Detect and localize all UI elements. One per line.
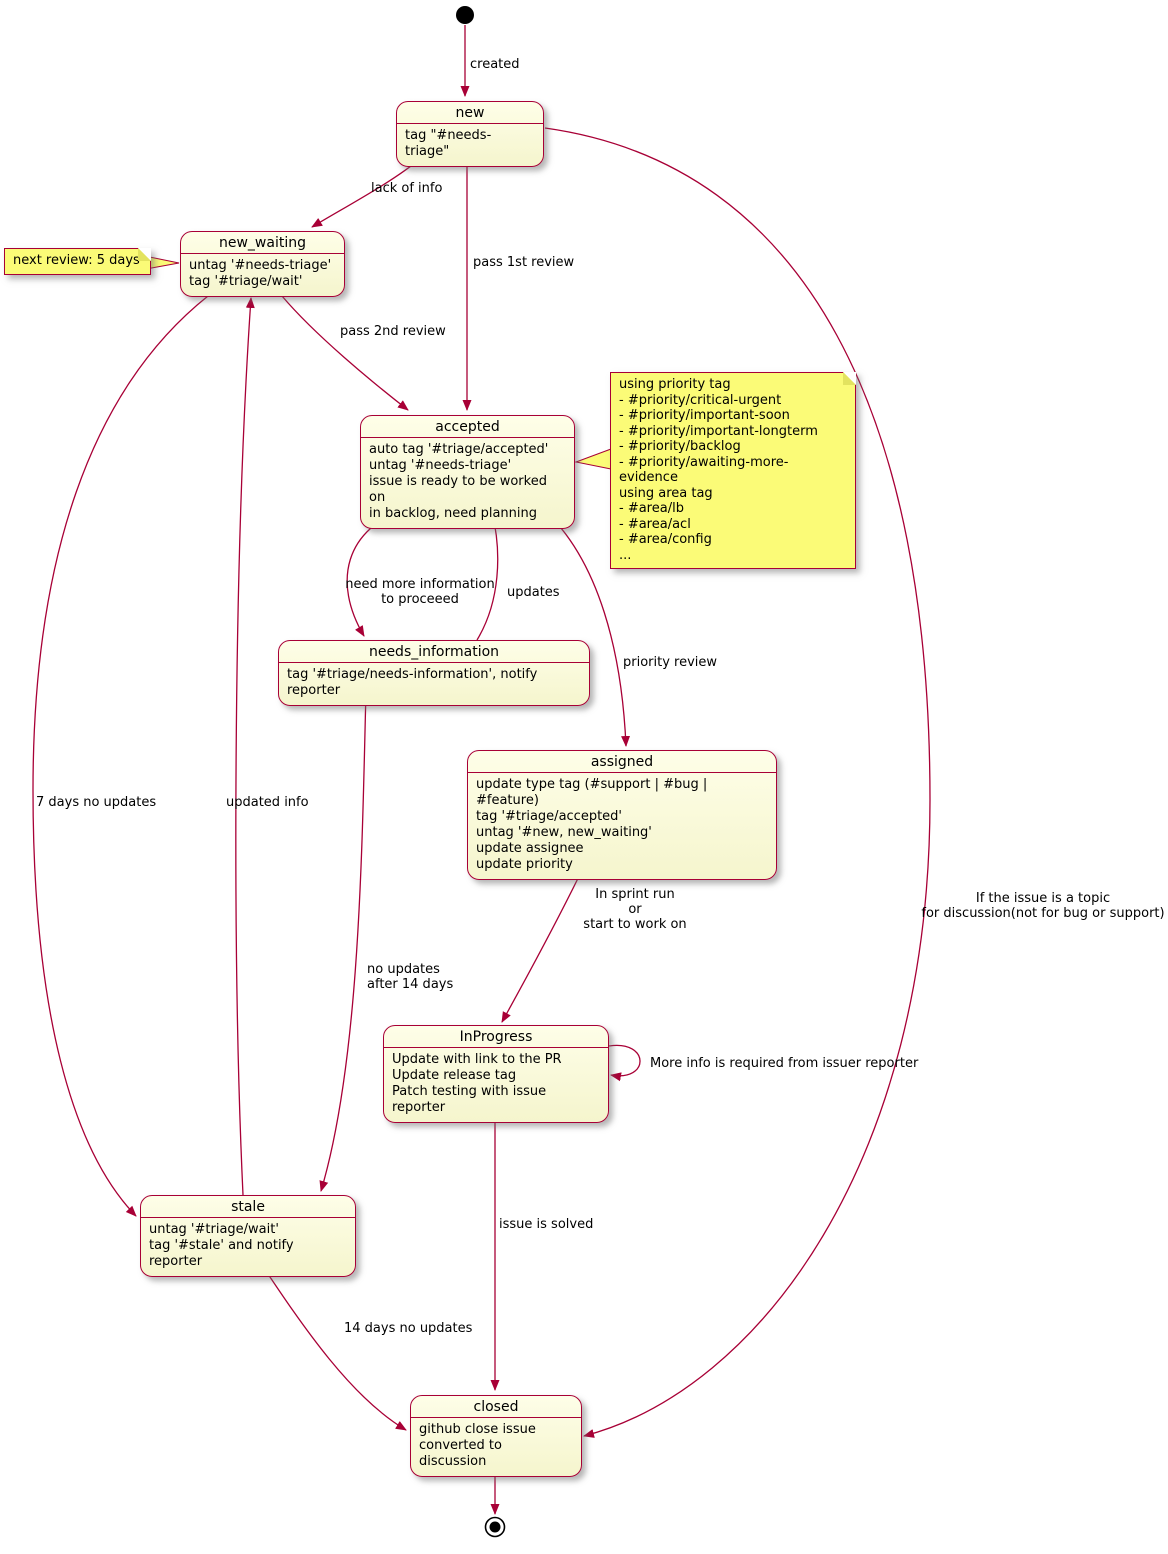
edge-in-sprint-arrow [501, 863, 586, 1023]
state-new-waiting-body: untag '#needs-triage' tag '#triage/wait' [181, 254, 344, 296]
state-line: auto tag '#triage/accepted' [369, 442, 549, 457]
edge-label-seven-days: 7 days no updates [36, 795, 157, 810]
note-line: - #area/config [619, 532, 712, 547]
state-new: new tag "#needs-triage" [396, 101, 544, 167]
edge-label-priority-review: priority review [623, 655, 718, 670]
state-assigned-title: assigned [468, 751, 776, 773]
state-line: in backlog, need planning [369, 506, 537, 521]
edge-self-loop-arrow [608, 1044, 641, 1082]
state-accepted-body: auto tag '#triage/accepted' untag '#need… [361, 438, 574, 528]
note-next-review-text: next review: 5 days [13, 253, 140, 268]
state-line: untag '#needs-triage' [189, 258, 332, 273]
state-assigned-body: update type tag (#support | #bug | #feat… [468, 773, 776, 879]
state-line: Patch testing with issue reporter [392, 1084, 547, 1115]
state-closed-title: closed [411, 1396, 581, 1418]
edge-label-lack-of-info: lack of info [371, 181, 443, 196]
state-inprogress-title: InProgress [384, 1026, 608, 1048]
edge-label-updated-info: updated info [226, 795, 309, 810]
state-line: issue is ready to be worked on [369, 474, 547, 505]
state-stale-body: untag '#triage/wait' tag '#stale' and no… [141, 1218, 355, 1276]
edge-label-in-sprint: In sprint run or start to work on [583, 887, 687, 932]
edge-topic-discussion-arrow [544, 127, 931, 1438]
state-closed-body: github close issue converted to discussi… [411, 1418, 581, 1476]
state-new-waiting: new_waiting untag '#needs-triage' tag '#… [180, 231, 345, 297]
note-line: - #priority/important-soon [619, 408, 790, 423]
state-line: untag '#new, new_waiting' [476, 825, 652, 840]
edge-label-pass-2nd-review: pass 2nd review [340, 324, 446, 339]
edge-updated-info-arrow [235, 297, 255, 1196]
note-line: ... [619, 547, 632, 563]
state-line: tag '#triage/wait' [189, 274, 303, 289]
state-new-title: new [397, 102, 543, 124]
state-line: untag '#triage/wait' [149, 1222, 279, 1237]
state-needs-information-title: needs_information [279, 641, 589, 663]
edge-label-topic-discussion: If the issue is a topic for discussion(n… [921, 891, 1165, 921]
edge-pass-2nd-arrow [281, 295, 409, 411]
note-line: - #priority/backlog [619, 439, 741, 454]
state-line: converted to discussion [419, 1438, 502, 1469]
note-fold-icon [137, 248, 151, 261]
note-line: - #priority/awaiting-more-evidence [619, 454, 789, 486]
note-pointer-priority [574, 448, 612, 470]
note-line: using area tag [619, 485, 713, 501]
state-line: github close issue [419, 1422, 536, 1437]
edge-label-need-more-information: need more information to proceeed [345, 577, 495, 607]
state-new-body: tag "#needs-triage" [397, 124, 543, 166]
edge-label-issue-solved: issue is solved [499, 1217, 594, 1232]
edge-label-updates: updates [507, 585, 560, 600]
edge-label-no-updates-14: no updates after 14 days [367, 962, 454, 992]
state-assigned: assigned update type tag (#support | #bu… [467, 750, 777, 880]
state-line: update type tag (#support | #bug | #feat… [476, 777, 708, 808]
state-line: Update with link to the PR [392, 1052, 562, 1067]
state-line: tag '#triage/accepted' [476, 809, 622, 824]
final-state-dot [489, 1521, 501, 1533]
state-line: update priority [476, 857, 573, 872]
note-line: - #priority/important-longterm [619, 423, 818, 439]
edge-no-updates-14-arrow [319, 689, 367, 1192]
note-line: - #area/lb [619, 501, 684, 516]
state-stale-title: stale [141, 1196, 355, 1218]
state-needs-information: needs_information tag '#triage/needs-inf… [278, 640, 590, 706]
edge-label-fourteen-days: 14 days no updates [344, 1321, 473, 1336]
state-needs-information-body: tag '#triage/needs-information', notify … [279, 663, 589, 705]
edge-fourteen-days-arrow [257, 1258, 407, 1431]
note-priority: using priority tag - #priority/critical-… [610, 372, 856, 569]
edge-label-created: created [470, 57, 520, 72]
edge-label-pass-1st-review: pass 1st review [473, 255, 575, 270]
state-new-waiting-title: new_waiting [181, 232, 344, 254]
initial-state-dot [456, 6, 474, 24]
state-line: Update release tag [392, 1068, 517, 1083]
state-accepted-title: accepted [361, 416, 574, 438]
state-line: tag "#needs-triage" [405, 128, 492, 159]
note-fold-icon [843, 372, 856, 385]
state-line: tag '#stale' and notify reporter [149, 1238, 294, 1269]
state-line: tag '#triage/needs-information', notify … [287, 667, 538, 698]
state-inprogress: InProgress Update with link to the PR Up… [383, 1025, 609, 1123]
state-stale: stale untag '#triage/wait' tag '#stale' … [140, 1195, 356, 1277]
state-closed: closed github close issue converted to d… [410, 1395, 582, 1477]
state-line: untag '#needs-triage' [369, 458, 512, 473]
edge-label-more-info-loop: More info is required from issuer report… [650, 1056, 919, 1071]
state-line: update assignee [476, 841, 584, 856]
note-line: - #priority/critical-urgent [619, 392, 782, 408]
state-accepted: accepted auto tag '#triage/accepted' unt… [360, 415, 575, 529]
note-line: using priority tag [619, 377, 731, 392]
edge-seven-days-arrow [32, 295, 209, 1217]
note-line: - #area/acl [619, 516, 691, 532]
note-next-review: next review: 5 days [4, 248, 151, 275]
state-inprogress-body: Update with link to the PR Update releas… [384, 1048, 608, 1122]
edge-priority-review-arrow [541, 507, 631, 747]
edge-updates-arrow [476, 511, 499, 641]
